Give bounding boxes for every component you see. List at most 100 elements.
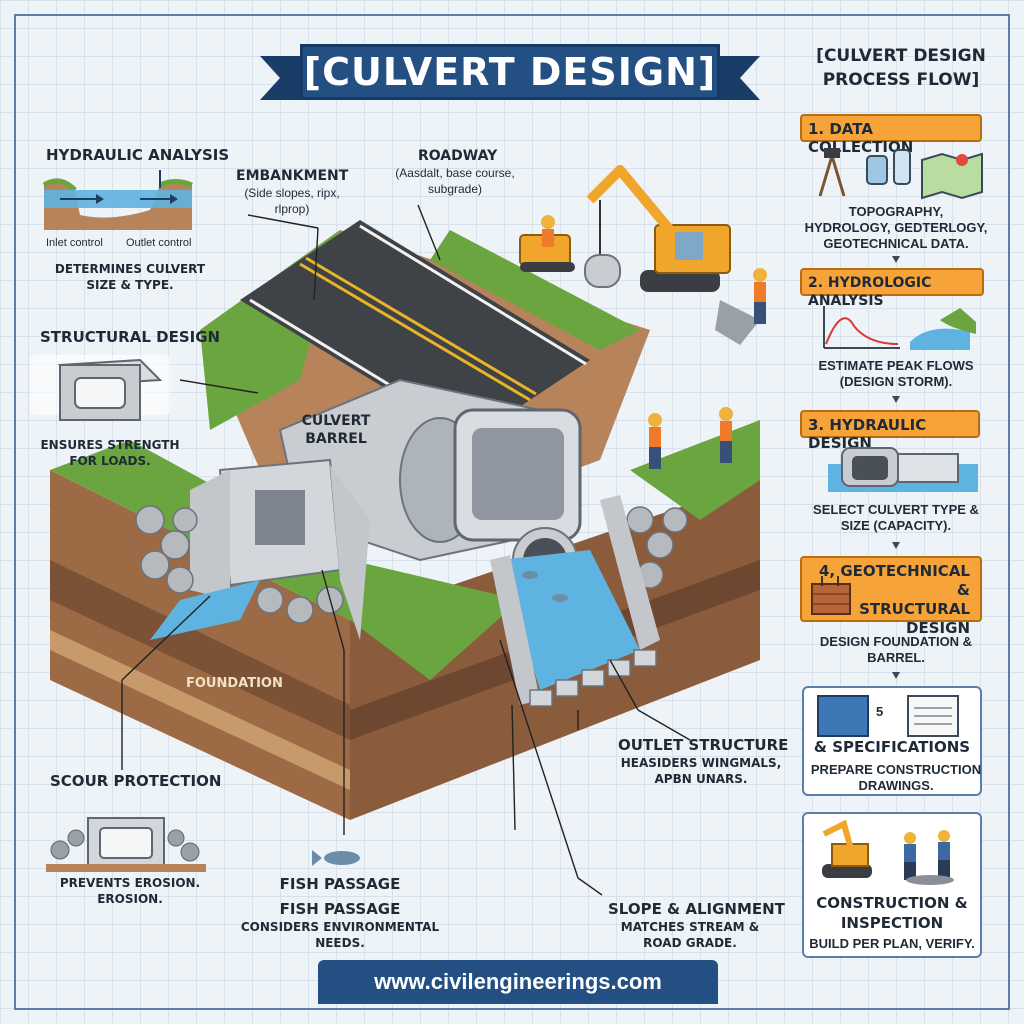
hydraulic-analysis-title: HYDRAULIC ANALYSIS bbox=[46, 146, 230, 164]
inlet-wingwall-left bbox=[190, 470, 230, 600]
culvert-pipe-icon bbox=[828, 447, 978, 492]
arrow-3-icon bbox=[892, 542, 900, 549]
inlet-wingwall-right bbox=[330, 465, 370, 640]
fish-desc-2: NEEDS. bbox=[315, 936, 365, 950]
banner-tail-left bbox=[260, 56, 300, 100]
embankment-title: EMBANKMENT bbox=[236, 168, 349, 184]
outlet-wingwall-right bbox=[600, 495, 660, 650]
hydraulic-desc-1: DETERMINES CULVERT bbox=[54, 262, 206, 276]
step-6-label-1: CONSTRUCTION & bbox=[816, 894, 968, 912]
scour-desc-2: EROSION. bbox=[97, 892, 163, 906]
process-title-1: [CULVERT DESIGN bbox=[816, 46, 986, 66]
soil-layer-light bbox=[50, 630, 350, 790]
outlet-structure-title: OUTLET STRUCTURE bbox=[618, 736, 789, 754]
outlet-desc-1: HEASIDERS WINGMALS, bbox=[620, 756, 782, 770]
slope-alignment-title: SLOPE & ALIGNMENT bbox=[608, 900, 785, 918]
scour-desc-1: PREVENTS EROSION. bbox=[59, 876, 201, 890]
water-outlet bbox=[500, 550, 640, 690]
map-pin-icon bbox=[921, 152, 983, 200]
step-5-desc-2: DRAWINGS. bbox=[858, 778, 934, 793]
road-edge-line-right bbox=[359, 224, 587, 366]
step-4-desc-1: DESIGN FOUNDATION & bbox=[819, 634, 973, 649]
embankment-desc-2: rlprop) bbox=[274, 202, 310, 216]
blueprint-icons bbox=[817, 695, 959, 737]
banner-tail-right bbox=[720, 56, 760, 100]
culvert-barrel-line1: CULVERT bbox=[301, 413, 371, 429]
roadway-desc-2: subgrade) bbox=[427, 182, 483, 196]
step-4-label-1: 4, GEOTECHNICAL & bbox=[818, 562, 970, 599]
embankment-desc-1: (Side slopes, ripx, bbox=[244, 186, 340, 200]
road-center-line bbox=[299, 262, 531, 402]
arrow-4-icon bbox=[892, 672, 900, 679]
step-6-label-2: INSPECTION bbox=[840, 914, 944, 932]
outlet-control-label: Outlet control bbox=[126, 237, 192, 249]
box-culvert-icon bbox=[30, 355, 170, 421]
structural-design-title: STRUCTURAL DESIGN bbox=[40, 328, 221, 346]
culvert-barrel-line2: BARREL bbox=[305, 431, 367, 447]
arrow-2-icon bbox=[892, 396, 900, 403]
lab-flask-icon bbox=[866, 149, 911, 185]
slope-desc-2: ROAD GRADE. bbox=[643, 936, 737, 950]
outlet-wingwall-left bbox=[490, 555, 540, 705]
step-1-desc-3: GEOTECHNICAL DATA. bbox=[823, 236, 969, 251]
soil-layer-dark bbox=[50, 560, 350, 740]
step-5-number: 5 bbox=[876, 704, 884, 719]
fish-desc-1: CONSIDERS ENVIRONMENTAL bbox=[240, 920, 440, 934]
step-3-desc-1: SELECT CULVERT TYPE & bbox=[813, 502, 979, 517]
step-4-desc-2: BARREL. bbox=[867, 650, 925, 665]
fish-passage-icon bbox=[312, 850, 360, 866]
box-culvert-opening bbox=[472, 428, 564, 520]
step-4-label-3: DESIGN bbox=[906, 619, 970, 637]
step-3-desc-2: SIZE (CAPACITY). bbox=[840, 518, 952, 533]
outlet-desc-2: APBN UNARS. bbox=[654, 772, 748, 786]
fish-icons bbox=[522, 571, 568, 602]
step-2-label: 2. HYDROLOGIC ANALYSIS bbox=[808, 275, 932, 309]
scour-protection-title: SCOUR PROTECTION bbox=[50, 772, 222, 790]
structural-desc-2: FOR LOADS. bbox=[69, 454, 151, 468]
embankment-grass-top bbox=[430, 230, 640, 350]
water-inlet bbox=[150, 580, 260, 640]
blueprint-roll-icon bbox=[817, 695, 869, 737]
grass-front bbox=[350, 560, 520, 680]
fish-passage-title-2: FISH PASSAGE bbox=[279, 900, 401, 918]
step-5-label: & SPECIFICATIONS bbox=[813, 738, 971, 756]
step-6-card bbox=[802, 812, 982, 958]
survey-tripod-icon bbox=[818, 148, 846, 197]
outer-frame bbox=[14, 14, 1010, 1010]
fish-passage-title-1: FISH PASSAGE bbox=[279, 875, 401, 893]
culvert-illustration bbox=[30, 165, 767, 896]
step-4-label-2: STRUCTURAL bbox=[859, 600, 970, 618]
step-1-box: 1. DATA COLLECTION bbox=[800, 114, 982, 156]
step-2-desc-1: ESTIMATE PEAK FLOWS bbox=[818, 358, 974, 373]
step-3-box: 3. HYDRAULIC DESIGN bbox=[800, 410, 980, 452]
step-2-desc-2: (DESIGN STORM). bbox=[839, 374, 953, 389]
step-6-desc: BUILD PER PLAN, VERIFY. bbox=[809, 936, 975, 951]
page-title: [CULVERT DESIGN] bbox=[303, 50, 717, 94]
step-2-box: 2. HYDROLOGIC ANALYSIS bbox=[800, 268, 984, 309]
step-1-icons bbox=[818, 148, 983, 200]
small-loader bbox=[519, 234, 575, 272]
step-1-desc-2: HYDROLOGY, GEDTERLOGY, bbox=[804, 220, 988, 235]
excavator bbox=[584, 165, 760, 345]
hydrograph-icon bbox=[823, 306, 976, 350]
banner-ribbon bbox=[300, 44, 720, 100]
road-center-line-2 bbox=[305, 256, 537, 396]
scour-icon bbox=[46, 817, 206, 872]
hydraulic-desc-2: SIZE & TYPE. bbox=[86, 278, 174, 292]
process-title-2: PROCESS FLOW] bbox=[822, 70, 980, 90]
roadway-title: ROADWAY bbox=[418, 148, 498, 164]
structural-desc-1: ENSURES STRENGTH bbox=[40, 438, 180, 452]
step-5-desc-1: PREPARE CONSTRUCTION bbox=[810, 762, 982, 777]
brick-foundation-icon bbox=[811, 576, 851, 615]
step-1-desc-1: TOPOGRAPHY, bbox=[848, 204, 944, 219]
roadway-desc-1: (Aasdalt, base course, bbox=[395, 166, 515, 180]
foundation-label: FOUNDATION bbox=[186, 676, 283, 691]
outlet-apron-blocks bbox=[529, 649, 657, 707]
footer-bar bbox=[318, 960, 718, 1004]
inlet-control-label: Inlet control bbox=[46, 237, 103, 249]
construction-scene-icon bbox=[822, 819, 954, 885]
leader-lines bbox=[121, 204, 691, 896]
footer-url[interactable]: www.civilengineerings.com bbox=[374, 969, 662, 994]
worker-figures bbox=[541, 215, 767, 469]
slope-desc-1: MATCHES STREAM & bbox=[620, 920, 760, 934]
